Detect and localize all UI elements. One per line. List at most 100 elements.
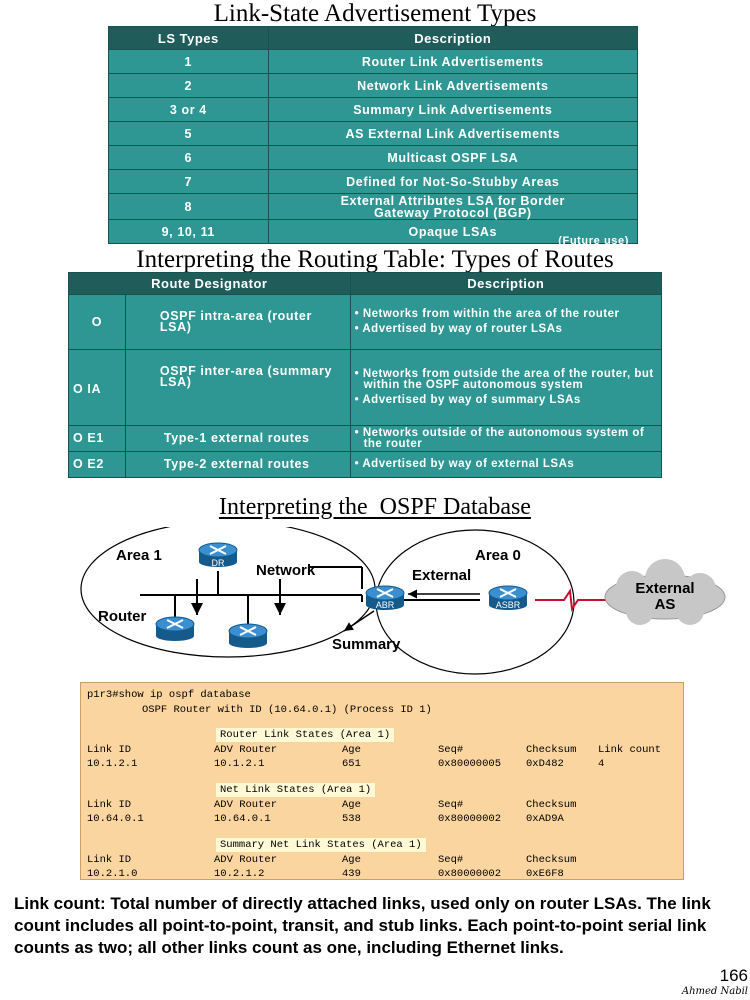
cli-col-header: ADV Router bbox=[214, 744, 278, 756]
ls-description: Defined for Not-So-Stubby Areas bbox=[267, 169, 639, 194]
ls-type: 5 bbox=[108, 121, 269, 146]
ls-type: 6 bbox=[108, 145, 269, 170]
ls-description: Network Link Advertisements bbox=[267, 73, 639, 98]
route-code: O bbox=[68, 294, 126, 350]
cli-col-header: Checksum bbox=[526, 854, 577, 866]
page-number: 166 bbox=[719, 966, 748, 985]
cli-cell: 651 bbox=[342, 758, 361, 770]
summary-net-link-states-header: Summary Net Link States (Area 1) bbox=[216, 838, 426, 852]
cli-col-header: Checksum bbox=[526, 744, 577, 756]
cli-col-header: Seq# bbox=[438, 744, 464, 756]
abr-label: ABR bbox=[376, 600, 395, 610]
database-title: Interpreting the OSPF Database bbox=[219, 494, 531, 520]
cli-cell: 0xD482 bbox=[526, 758, 564, 770]
cli-cell: 10.2.1.0 bbox=[87, 868, 138, 880]
route-bullet: • Advertised by way of summary LSAs bbox=[354, 394, 657, 406]
bullet-icon: • bbox=[354, 394, 363, 406]
route-bullet: • Networks outside of the autonomous sys… bbox=[354, 426, 657, 450]
column-header-route-designator: Route Designator bbox=[68, 272, 351, 295]
author-signature: Ahmed Nabil bbox=[681, 986, 748, 997]
ls-type: 9, 10, 11 bbox=[108, 219, 269, 244]
bullet-icon: • bbox=[354, 323, 363, 335]
external-label: External bbox=[412, 567, 471, 584]
ls-type: 7 bbox=[108, 169, 269, 194]
cli-cell: 10.64.0.1 bbox=[214, 813, 271, 825]
cli-router-info: OSPF Router with ID (10.64.0.1) (Process… bbox=[142, 704, 432, 716]
route-description: • Networks from outside the area of the … bbox=[349, 349, 663, 426]
cli-col-header: ADV Router bbox=[214, 854, 278, 866]
ls-description: Summary Link Advertisements bbox=[267, 97, 639, 122]
cli-cell: 0xE6F8 bbox=[526, 868, 564, 880]
cli-output: p1r3#show ip ospf database OSPF Router w… bbox=[80, 682, 684, 880]
route-bullet-text: Advertised by way of external LSAs bbox=[362, 458, 575, 470]
router-link-states-header: Router Link States (Area 1) bbox=[216, 728, 395, 742]
cli-col-header: Link ID bbox=[87, 744, 132, 756]
router-icon bbox=[155, 616, 195, 642]
bullet-icon: • bbox=[354, 308, 363, 320]
ls-type: 3 or 4 bbox=[108, 97, 269, 122]
summary-lsa-arrow bbox=[343, 610, 375, 632]
cli-col-header: Age bbox=[342, 799, 361, 811]
cli-cell: 0x80000002 bbox=[438, 813, 502, 825]
cli-cell: 538 bbox=[342, 813, 361, 825]
ls-type: 1 bbox=[108, 49, 269, 74]
route-bullet: • Advertised by way of external LSAs bbox=[354, 458, 657, 470]
route-description: • Networks from within the area of the r… bbox=[349, 294, 663, 350]
cli-col-header: ADV Router bbox=[214, 799, 278, 811]
route-name: Type-1 external routes bbox=[124, 425, 351, 452]
summary-label: Summary bbox=[332, 636, 401, 653]
route-bullet-text: Networks from outside the area of the ro… bbox=[362, 368, 654, 391]
external-as-cloud-icon bbox=[604, 559, 726, 625]
route-description: • Advertised by way of external LSAs bbox=[349, 451, 663, 478]
cli-cell: 439 bbox=[342, 868, 361, 880]
route-description: • Networks outside of the autonomous sys… bbox=[349, 425, 663, 452]
cli-col-header: Seq# bbox=[438, 854, 464, 866]
route-code: O E2 bbox=[68, 451, 126, 478]
cli-cell: 10.1.2.1 bbox=[214, 758, 265, 770]
route-bullet-text: Advertised by way of summary LSAs bbox=[362, 394, 581, 406]
net-link-states-header: Net Link States (Area 1) bbox=[216, 783, 376, 797]
bullet-icon: • bbox=[354, 458, 363, 470]
cli-cell: 10.1.2.1 bbox=[87, 758, 138, 770]
cli-col-header: Age bbox=[342, 854, 361, 866]
area-0-label: Area 0 bbox=[475, 547, 521, 564]
route-bullet-text: Networks outside of the autonomous syste… bbox=[362, 426, 645, 450]
route-bullet: • Networks from within the area of the r… bbox=[354, 308, 657, 320]
ls-description: AS External Link Advertisements bbox=[267, 121, 639, 146]
network-label: Network bbox=[256, 562, 316, 579]
column-header-ls-types: LS Types bbox=[108, 26, 269, 50]
cli-cell: 0xAD9A bbox=[526, 813, 564, 825]
router-icon bbox=[228, 623, 268, 649]
route-code: O E1 bbox=[68, 425, 126, 452]
column-header-description: Description bbox=[349, 272, 663, 295]
cli-col-header: Checksum bbox=[526, 799, 577, 811]
route-name: OSPF inter-area (summary LSA) bbox=[124, 349, 351, 426]
asbr-label: ASBR bbox=[496, 600, 521, 610]
ls-description-opaque: Opaque LSAs(Future use) bbox=[267, 219, 639, 247]
cli-command: p1r3#show ip ospf database bbox=[87, 689, 251, 701]
future-use-note: (Future use) bbox=[558, 235, 629, 247]
bullet-icon: • bbox=[354, 426, 363, 439]
link-count-note: Link count: Total number of directly att… bbox=[14, 894, 711, 957]
ospf-topology-diagram: Area 1 Area 0 Network Router External Su… bbox=[80, 527, 726, 675]
lsa-title: Link-State Advertisement Types bbox=[213, 0, 537, 27]
cli-col-header: Link ID bbox=[87, 854, 132, 866]
ls-description: Multicast OSPF LSA bbox=[267, 145, 639, 170]
cli-col-header: Age bbox=[342, 744, 361, 756]
route-types-table: Route Designator Description O OSPF intr… bbox=[68, 272, 663, 478]
cli-cell: 0x80000002 bbox=[438, 868, 502, 880]
router-label: Router bbox=[98, 608, 146, 625]
cli-cell: 10.2.1.2 bbox=[214, 868, 265, 880]
ls-type: 8 bbox=[108, 193, 269, 220]
ls-description: External Attributes LSA for Border Gatew… bbox=[267, 193, 639, 220]
route-name: Type-2 external routes bbox=[124, 451, 351, 478]
cli-col-header: Link count bbox=[598, 744, 662, 756]
route-code: O IA bbox=[68, 349, 126, 426]
route-bullet-text: Advertised by way of router LSAs bbox=[362, 323, 563, 335]
cli-col-header: Link ID bbox=[87, 799, 132, 811]
ls-type: 2 bbox=[108, 73, 269, 98]
area-1-label: Area 1 bbox=[116, 547, 162, 564]
external-as-label: AS bbox=[655, 596, 676, 613]
cli-cell: 0x80000005 bbox=[438, 758, 502, 770]
